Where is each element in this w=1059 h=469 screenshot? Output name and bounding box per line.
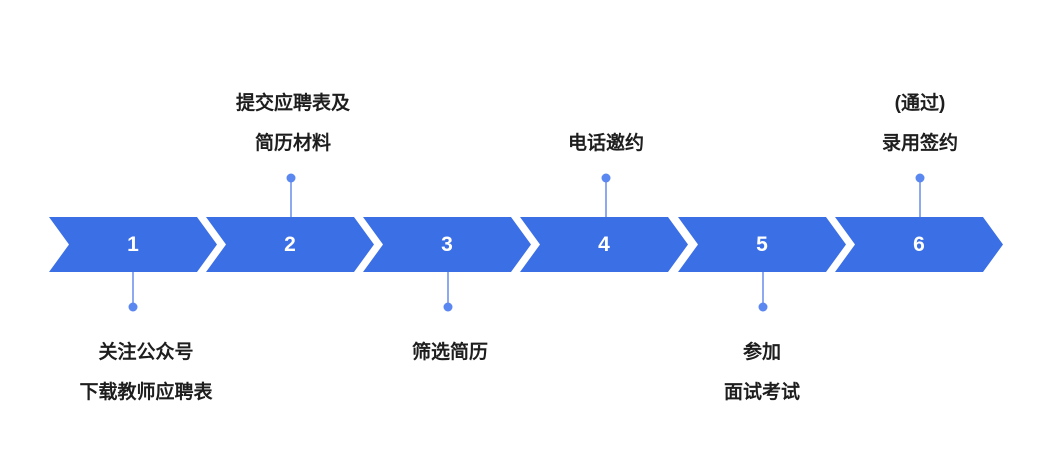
step-4-number: 4 xyxy=(598,233,610,256)
step-4-chevron: 4 xyxy=(520,217,688,272)
step-3-chevron: 3 xyxy=(363,217,531,272)
step-2-chevron: 2 xyxy=(206,217,374,272)
step-2-label: 提交应聘表及 简历材料 xyxy=(236,84,350,164)
step-4-label: 电话邀约 xyxy=(568,124,644,164)
step-4-connector-line xyxy=(605,178,607,217)
step-1-number: 1 xyxy=(127,233,139,256)
step-1-label-line-2: 下载教师应聘表 xyxy=(79,382,213,403)
step-6-connector-dot xyxy=(915,173,925,183)
step-3-label-line-1: 筛选简历 xyxy=(411,342,489,363)
step-5-connector-line xyxy=(762,272,764,306)
step-3-connector-dot xyxy=(443,302,453,312)
step-2-label-line-1: 提交应聘表及 xyxy=(235,93,351,114)
step-6-label: (通过) 录用签约 xyxy=(882,84,958,164)
step-2-connector-line xyxy=(290,178,292,217)
step-1-label-line-1: 关注公众号 xyxy=(98,342,194,363)
step-4-label-line-1: 电话邀约 xyxy=(567,133,645,154)
step-5-number: 5 xyxy=(756,233,768,256)
step-6-chevron: 6 xyxy=(835,217,1003,272)
step-2-number: 2 xyxy=(284,233,296,256)
step-5-label-line-2: 面试考试 xyxy=(723,382,801,403)
step-2-label-line-2: 简历材料 xyxy=(254,133,332,154)
step-1-connector-dot xyxy=(128,302,138,312)
step-6-connector-line xyxy=(919,178,921,217)
step-3-number: 3 xyxy=(441,233,453,256)
step-1-label: 关注公众号 下载教师应聘表 xyxy=(79,333,212,413)
step-5-connector-dot xyxy=(758,302,768,312)
step-5-chevron: 5 xyxy=(678,217,846,272)
step-5-label-line-1: 参加 xyxy=(742,342,782,363)
step-1-chevron: 1 xyxy=(49,217,217,272)
step-5-label: 参加 面试考试 xyxy=(724,333,800,413)
step-3-label: 筛选简历 xyxy=(412,333,488,373)
step-6-number: 6 xyxy=(913,233,925,256)
step-4-connector-dot xyxy=(601,173,611,183)
step-2-connector-dot xyxy=(286,173,296,183)
step-3-connector-line xyxy=(447,272,449,306)
step-1-connector-line xyxy=(132,272,134,306)
step-6-label-line-2: 录用签约 xyxy=(881,133,959,154)
step-6-label-line-1: (通过) xyxy=(894,93,946,114)
